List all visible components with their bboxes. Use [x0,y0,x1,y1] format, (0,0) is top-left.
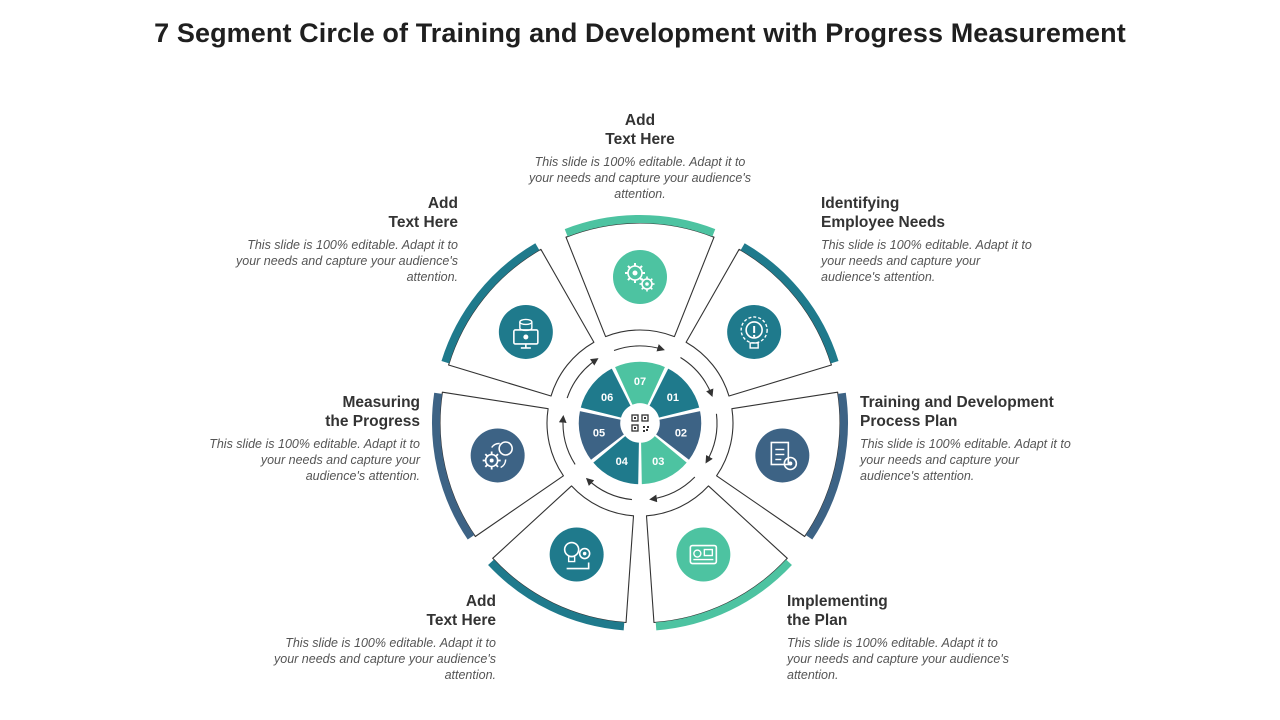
segment-06-heading: Add Text Here [226,194,459,232]
icon-circle-03 [676,527,731,582]
outer-arc-07 [564,215,716,237]
segment-01-body: This slide is 100% editable. Adapt it to… [821,238,1032,284]
segment-01-heading: Identifying Employee Needs [821,194,1036,232]
connector-arrows [558,344,718,503]
connector-arrow-04 [585,477,633,501]
segment-04-body: This slide is 100% editable. Adapt it to… [274,636,496,682]
text-block-segment-04: Add Text Here This slide is 100% editabl… [264,592,496,683]
outer-arc-03 [655,559,792,631]
segment-01-heading-line-2: Employee Needs [821,214,946,231]
outer-arc-04 [488,559,625,631]
segment-06-heading-line-1: Add [427,195,458,212]
gear-cycle-icon [470,428,525,483]
segment-06-body: This slide is 100% editable. Adapt it to… [236,238,458,284]
inner-slice-07 [613,360,667,407]
connector-arrow-05 [558,414,576,465]
page-title: 7 Segment Circle of Training and Develop… [154,18,1126,48]
segment-number-07: 07 [634,376,646,388]
segment-05-body: This slide is 100% editable. Adapt it to… [209,437,420,483]
outer-arc-01 [740,243,839,364]
segment-02-heading-line-1: Training and Development [860,394,1054,411]
icon-circle-02 [755,428,810,483]
segment-03-body: This slide is 100% editable. Adapt it to… [787,636,1009,682]
blueprint-icon [676,527,731,582]
outer-arc-02 [805,392,848,540]
segment-02-heading: Training and Development Process Plan [860,393,1075,431]
segment-06-heading-line-2: Text Here [388,214,459,231]
outer-arc-06 [441,243,540,364]
segment-05-heading-line-1: Measuring [342,394,420,411]
outer-arc-05 [432,392,475,540]
segment-number-03: 03 [652,456,664,468]
segment-02-body: This slide is 100% editable. Adapt it to… [860,437,1071,483]
text-block-segment-01: Identifying Employee Needs This slide is… [821,194,1036,285]
segment-07-heading-line-2: Text Here [605,131,675,148]
connector-arrow-03 [649,476,696,503]
segment-07-body: This slide is 100% editable. Adapt it to… [529,155,751,201]
inner-slice-03 [639,434,689,486]
inner-slice-04 [591,434,641,486]
text-block-segment-06: Add Text Here This slide is 100% editabl… [226,194,458,285]
center-hub [621,404,659,442]
segment-07-heading-line-1: Add [624,112,656,129]
text-block-segment-03: Implementing the Plan This slide is 100%… [787,592,1019,683]
inner-slice-06 [578,366,633,420]
segment-03-heading: Implementing the Plan [787,592,1019,630]
segment-05-heading-line-2: the Progress [325,413,420,430]
text-block-segment-07: Add Text Here This slide is 100% editabl… [515,111,765,202]
document-target-icon [755,428,810,483]
inner-slice-02 [654,409,703,462]
connector-arrow-06 [566,358,599,399]
segment-02-heading-line-2: Process Plan [860,413,958,430]
segment-number-04: 04 [616,456,629,468]
icon-circle-06 [498,304,553,359]
qr-code-icon [621,404,659,442]
outer-segments [432,215,848,631]
text-block-segment-05: Measuring the Progress This slide is 100… [205,393,420,484]
idea-gear-icon [549,527,604,582]
segment-03-heading-line-1: Implementing [787,593,888,610]
segment-07-heading: Add Text Here [515,111,765,149]
segment-01-heading-line-1: Identifying [821,195,900,212]
inner-pie: 07 01 02 03 04 05 06 [577,360,703,486]
segment-04-heading-line-1: Add [465,593,496,610]
segment-number-02: 02 [675,427,687,439]
inner-slice-01 [647,366,702,420]
segment-number-05: 05 [593,427,605,439]
connector-arrow-07 [613,344,665,352]
segment-number-06: 06 [601,392,613,404]
segment-number-01: 01 [667,392,679,404]
segment-04-heading-line-2: Text Here [426,612,497,629]
segment-03-heading-line-2: the Plan [787,612,848,629]
gears-icon [613,250,667,304]
connector-arrow-02 [705,413,718,464]
inner-slice-05 [577,409,626,462]
lightbulb-target-icon [727,304,782,359]
segment-04-heading: Add Text Here [264,592,497,630]
monitor-database-icon [498,304,553,359]
segment-05-heading: Measuring the Progress [205,393,420,431]
text-block-segment-02: Training and Development Process Plan Th… [860,393,1075,484]
connector-arrow-01 [680,357,714,398]
